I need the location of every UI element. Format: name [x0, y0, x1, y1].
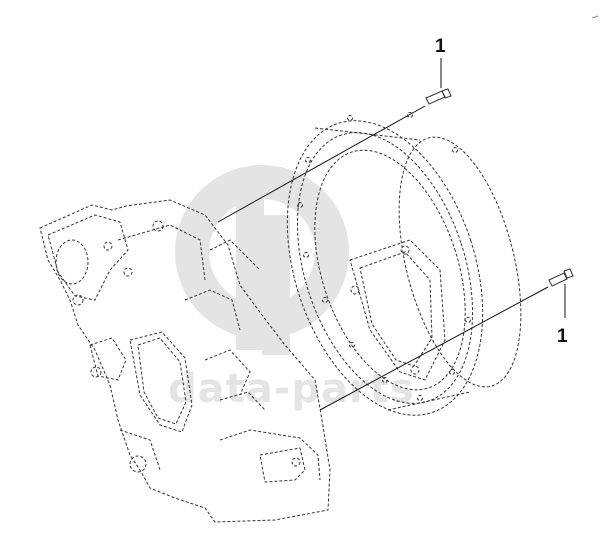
bell-housing: [286, 112, 522, 416]
bolt-upper: [425, 58, 452, 105]
corner-mark: [591, 15, 599, 19]
alignment-lines: [217, 105, 549, 411]
watermark-logo: [175, 165, 349, 355]
bolt-lower: [548, 268, 574, 318]
watermark-text: data-parts: [168, 366, 415, 412]
callout-upper-bolt: 1: [435, 36, 446, 57]
callout-lower-bolt: 1: [557, 326, 568, 347]
flywheel-housing: [39, 199, 331, 523]
